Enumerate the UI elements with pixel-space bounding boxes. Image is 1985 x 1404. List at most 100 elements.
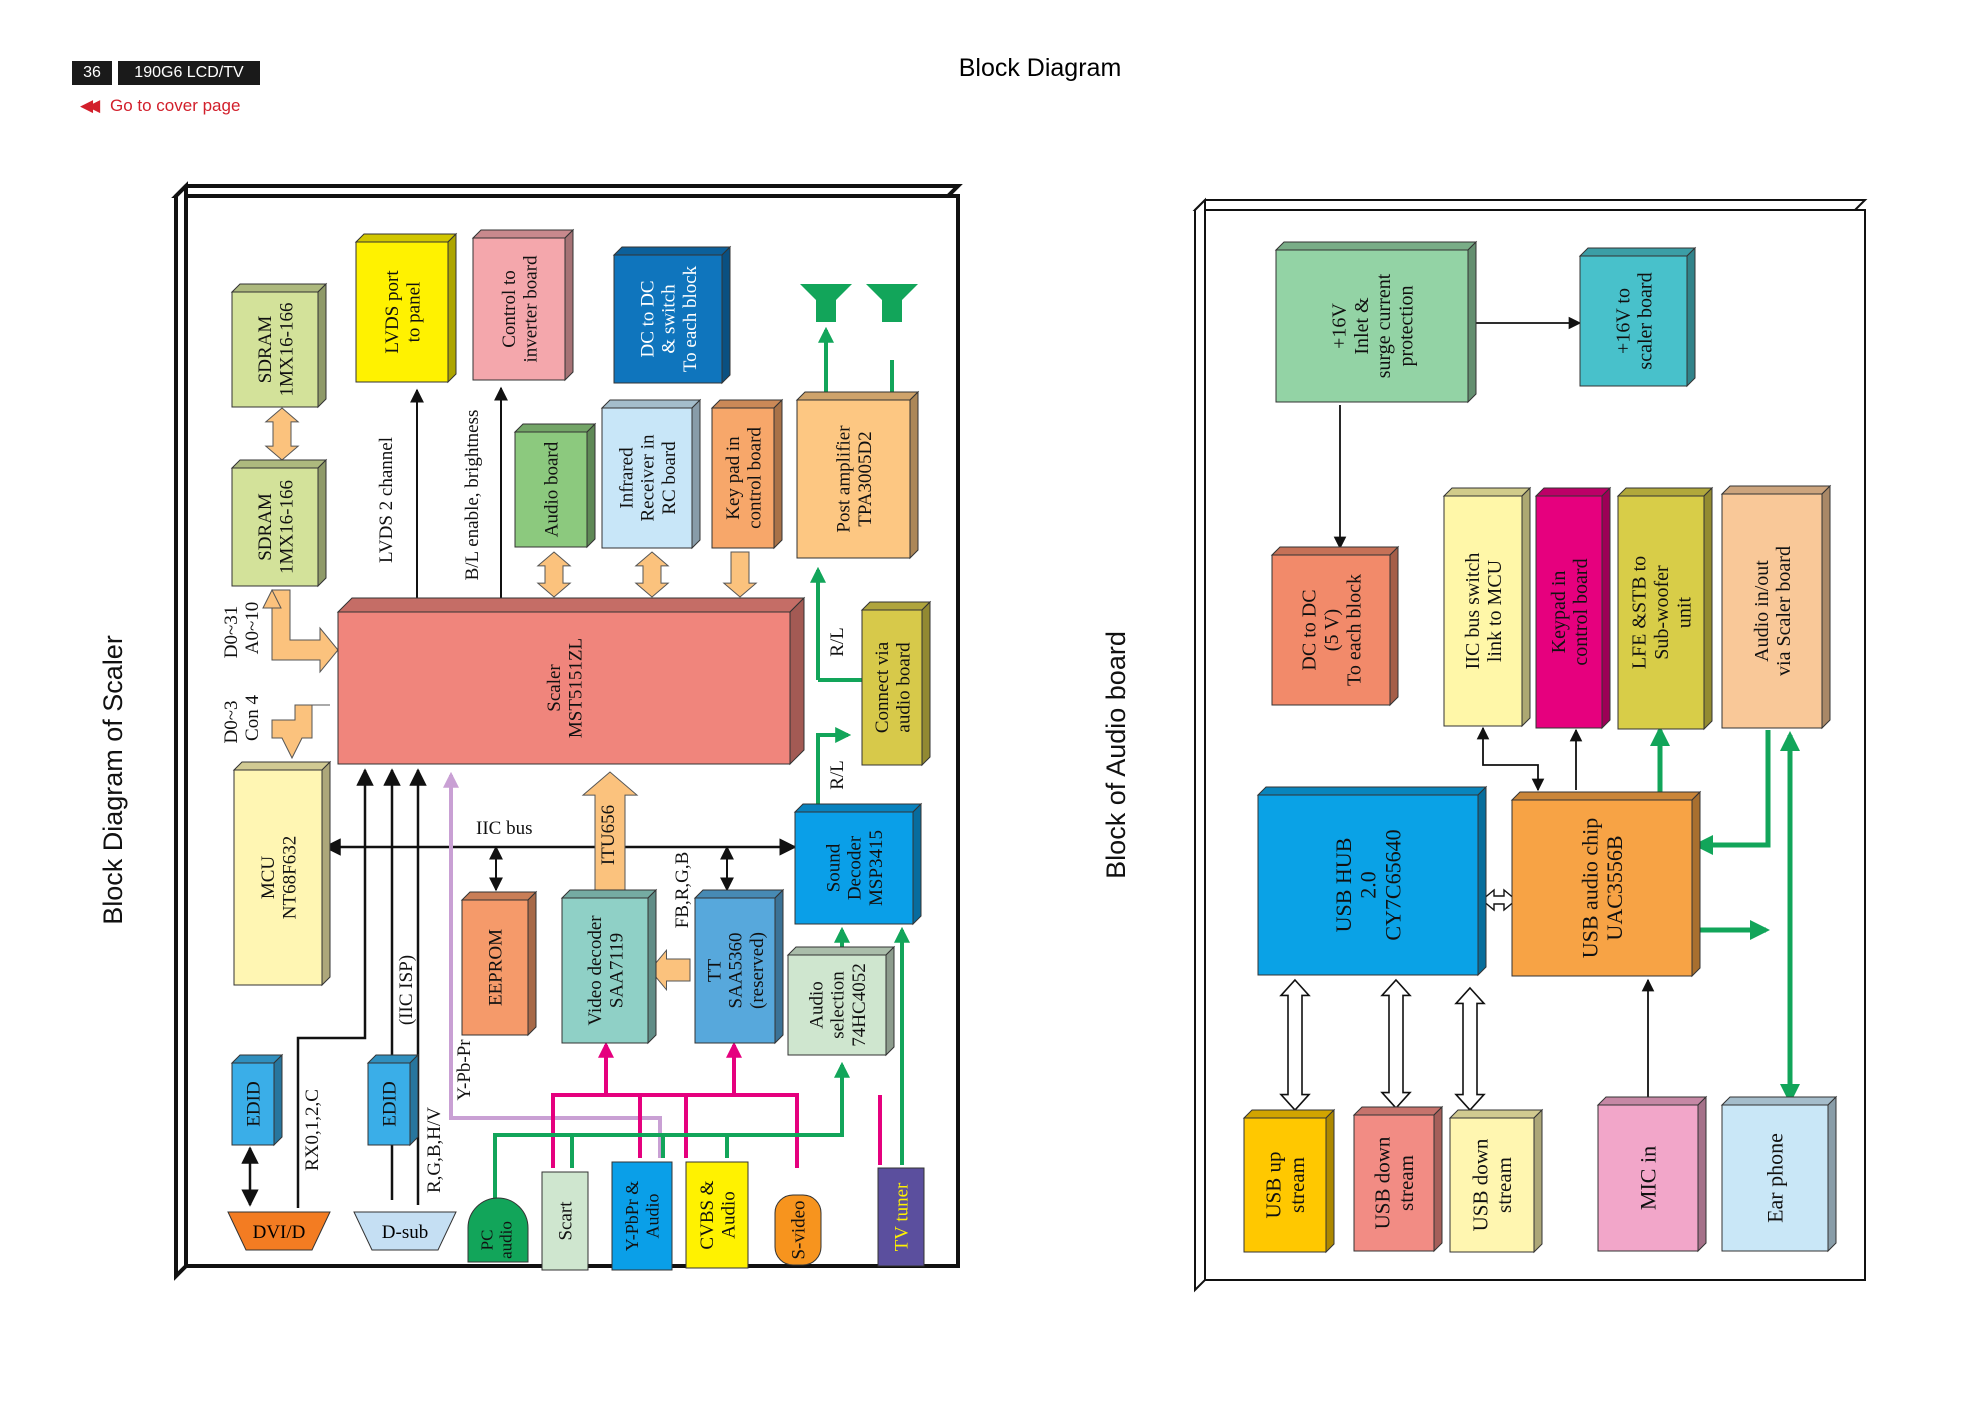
- inverter-block: Control toinverter board: [471, 228, 575, 382]
- usb-audio-block: USB audio chipUAC3556B: [1510, 790, 1702, 978]
- svg-text:+16VInlet &surge currentprotec: +16VInlet &surge currentprotection: [1328, 273, 1417, 378]
- ear-block: Ear phone: [1720, 1095, 1838, 1253]
- label-bl-enable: B/L enable, brightness: [462, 410, 483, 581]
- label-iic-isp: (IIC ISP): [396, 955, 417, 1025]
- to-scaler-block: +16V toscaler board: [1578, 246, 1697, 388]
- svg-text:(IIC ISP): (IIC ISP): [396, 955, 417, 1025]
- label-rl-top: R/L: [827, 627, 848, 657]
- svg-text:Audio board: Audio board: [542, 441, 563, 537]
- svg-text:D0~3: D0~3: [221, 700, 242, 743]
- scart-video: [551, 1093, 799, 1168]
- cover-link-label: Go to cover page: [110, 96, 241, 115]
- dsub-connector: D-sub: [353, 1211, 457, 1251]
- edid-right-block: EDID: [366, 1053, 420, 1147]
- svg-text:S-video: S-video: [789, 1200, 810, 1259]
- svg-text:USB downstream: USB downstream: [1469, 1138, 1517, 1231]
- pc-audio-connector: PCaudio: [467, 1197, 529, 1263]
- svg-text:R/L: R/L: [827, 760, 848, 790]
- svg-text:Keypad incontrol board: Keypad incontrol board: [1548, 558, 1592, 665]
- svg-text:EEPROM: EEPROM: [486, 929, 507, 1006]
- svg-text:EDID: EDID: [244, 1081, 265, 1126]
- svg-text:Scart: Scart: [556, 1201, 577, 1241]
- svg-text:PCaudio: PCaudio: [477, 1221, 515, 1259]
- iic-switch-block: IIC bus switchlink to MCU: [1442, 486, 1532, 728]
- tt-to-video: [649, 948, 691, 992]
- label-con4: Con 4: [242, 695, 263, 741]
- sdram-bottom-block: SDRAM1MX16-166: [230, 458, 328, 588]
- audio-io-block: Audio in/outvia Scaler board: [1720, 484, 1832, 730]
- audio-board-link: [536, 551, 572, 598]
- svg-text:Audio in/outvia Scaler board: Audio in/outvia Scaler board: [1751, 546, 1795, 676]
- connect-audio-block: Connect viaaudio board: [860, 600, 932, 767]
- svg-text:LFE &STB toSub-wooferunit: LFE &STB toSub-wooferunit: [1629, 556, 1696, 669]
- svg-text:RX0,1,2,C: RX0,1,2,C: [302, 1089, 323, 1171]
- svg-text:D-sub: D-sub: [382, 1222, 428, 1243]
- mcu-block: MCUNT68F632: [232, 760, 332, 987]
- usb-down2-block: USB downstream: [1448, 1108, 1544, 1254]
- page-number-badge: 36: [72, 61, 112, 85]
- svg-text:USB downstream: USB downstream: [1371, 1136, 1419, 1229]
- svg-text:USB HUB2.0CY7C65640: USB HUB2.0CY7C65640: [1331, 829, 1405, 940]
- label-rl-bottom: R/L: [827, 760, 848, 790]
- svg-text:SoundDecoderMSP3415: SoundDecoderMSP3415: [823, 830, 887, 906]
- svg-text:Audioselection74HC4052: Audioselection74HC4052: [806, 963, 870, 1046]
- model-badge: 190G6 LCD/TV: [118, 61, 260, 85]
- usb-down1-block: USB downstream: [1352, 1105, 1444, 1253]
- speaker-left-icon: [800, 284, 852, 322]
- scaler-block: ScalerMST5151ZL: [336, 596, 806, 766]
- pc-audio-green: [493, 1061, 850, 1200]
- svg-text:A0~10: A0~10: [242, 602, 263, 655]
- svg-text:USB audio chipUAC3556B: USB audio chipUAC3556B: [1577, 818, 1627, 959]
- svg-text:SDRAM1MX16-166: SDRAM1MX16-166: [255, 303, 297, 397]
- svg-text:FB,R,G,B: FB,R,G,B: [672, 852, 693, 929]
- usb-hub-block: USB HUB2.0CY7C65640: [1256, 785, 1488, 977]
- svg-text:SDRAM1MX16-166: SDRAM1MX16-166: [255, 480, 297, 574]
- scaler-section-title: Block Diagram of Scaler: [98, 635, 128, 925]
- svg-text:LVDS portto panel: LVDS portto panel: [382, 270, 424, 354]
- keypad-link: [722, 551, 758, 598]
- scaler-mcu-link: [271, 704, 330, 760]
- skip-back-icon: ◀◀: [80, 96, 100, 115]
- keypad-block-audio: Keypad incontrol board: [1534, 486, 1612, 730]
- svg-text:Video decoderSAA7119: Video decoderSAA7119: [585, 915, 627, 1026]
- audio-in: [1693, 730, 1771, 855]
- svg-text:Y-PbPr &Audio: Y-PbPr &Audio: [622, 1181, 662, 1252]
- lvds-block: LVDS portto panel: [354, 232, 458, 384]
- svg-text:IIC bus: IIC bus: [476, 818, 532, 839]
- ypbpr-connector: Y-PbPr &Audio: [611, 1161, 673, 1271]
- page-title: Block Diagram: [958, 54, 1122, 82]
- svg-text:D0~31: D0~31: [221, 606, 242, 659]
- svg-text:R,G,B,H/V: R,G,B,H/V: [424, 1107, 445, 1193]
- svg-text:MCUNT68F632: MCUNT68F632: [258, 836, 300, 919]
- svg-text:IIC bus switchlink to MCU: IIC bus switchlink to MCU: [1462, 553, 1506, 670]
- sdram-scaler-link: [271, 589, 339, 674]
- dvi-rx-line: [296, 768, 374, 1208]
- svg-text:Connect viaaudio board: Connect viaaudio board: [872, 641, 914, 733]
- svg-text:R/L: R/L: [827, 627, 848, 657]
- rl-bottom: [816, 727, 852, 808]
- dcdc5-block: DC to DC(5 V)To each block: [1270, 545, 1400, 707]
- svg-text:Control toinverter board: Control toinverter board: [499, 255, 541, 363]
- svg-text:EDID: EDID: [380, 1081, 401, 1126]
- tv-tuner-connector: TV tuner: [877, 1167, 925, 1267]
- svg-text:Post amplifierTPA3005D2: Post amplifierTPA3005D2: [834, 425, 876, 533]
- svg-text:Block of Audio board: Block of Audio board: [1101, 631, 1131, 879]
- cover-link[interactable]: ◀◀ Go to cover page: [80, 95, 240, 117]
- post-amp-block: Post amplifierTPA3005D2: [795, 390, 920, 560]
- label-ypbpr: Y-Pb-Pr: [454, 1039, 475, 1101]
- label-d0-31: D0~31: [221, 606, 242, 659]
- mic-block: MIC in: [1596, 1095, 1708, 1253]
- sound-decoder-block: SoundDecoderMSP3415: [793, 802, 923, 926]
- itu656-link: [581, 771, 639, 891]
- label-itu656: ITU656: [598, 805, 619, 865]
- edid-left-block: EDID: [230, 1053, 284, 1147]
- svg-text:CVBS &Audio: CVBS &Audio: [697, 1180, 739, 1249]
- keypad-block: Key pad incontrol board: [710, 398, 784, 550]
- label-rgbhv: R,G,B,H/V: [424, 1107, 445, 1193]
- sdram-top-block: SDRAM1MX16-166: [230, 282, 328, 409]
- scart-connector: Scart: [541, 1171, 589, 1271]
- svg-text:B/L enable, brightness: B/L enable, brightness: [462, 410, 483, 581]
- svg-text:Con 4: Con 4: [242, 695, 263, 741]
